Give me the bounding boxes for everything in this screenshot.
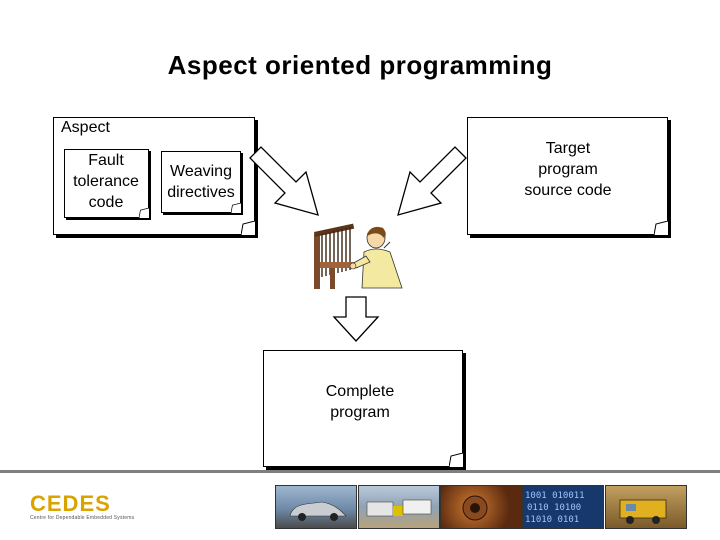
svg-text:1001 010011: 1001 010011 [525, 491, 585, 501]
thumbnail-engine-part [440, 485, 522, 529]
car-icon [289, 501, 347, 521]
fault-tolerance-text: Fault tolerance code [64, 150, 148, 213]
binary-code-icon: 1001 010011 0110 10100 11010 0101 [525, 491, 585, 525]
page-fold-icon [654, 221, 668, 235]
complete-program-document [263, 350, 463, 467]
weaving-directives-text: Weaving directives [160, 161, 242, 203]
page-fold-icon [139, 208, 149, 218]
weaving-line-2: directives [167, 184, 235, 201]
arrow-down-left-icon [397, 146, 467, 216]
page-fold-icon [231, 203, 241, 213]
complete-program-text: Complete program [305, 381, 415, 423]
target-source-document [467, 117, 668, 235]
page-fold-icon [241, 221, 255, 235]
locomotive-icon [619, 499, 667, 524]
page-title: Aspect oriented programming [167, 50, 553, 80]
thumbnail-binary-code: 1001 010011 0110 10100 11010 0101 [522, 485, 604, 529]
fault-line-1: Fault [88, 152, 124, 169]
thumbnail-car [275, 485, 357, 529]
arrow-down-right-icon [249, 146, 319, 216]
target-line-3: source code [524, 182, 612, 199]
fault-tolerance-document [64, 149, 149, 218]
fault-line-2: tolerance [73, 173, 139, 190]
result-line-2: program [330, 404, 390, 421]
arrow-down-icon [332, 296, 380, 342]
target-source-text: Target program source code [510, 138, 626, 201]
aspect-label: Aspect [61, 119, 110, 136]
truck-icon [366, 499, 432, 517]
svg-text:11010 0101: 11010 0101 [525, 515, 579, 525]
target-line-1: Target [545, 140, 591, 157]
engine-part-icon [462, 495, 488, 521]
fault-line-3: code [88, 194, 124, 211]
svg-text:0110 10100: 0110 10100 [527, 503, 581, 513]
weaver-at-loom-icon [314, 223, 403, 289]
page-fold-icon [449, 453, 463, 467]
logo-tagline: Centre for Dependable Embedded Systems [30, 515, 135, 521]
logo-text: CEDES [30, 493, 111, 515]
footer-divider [0, 470, 720, 473]
thumbnail-locomotive [605, 485, 687, 529]
weaving-directives-document [161, 151, 241, 213]
target-line-2: program [538, 161, 598, 178]
cedes-logo: CEDES [30, 493, 111, 515]
result-line-1: Complete [325, 383, 395, 400]
thumbnail-trucks [358, 485, 440, 529]
weaving-line-1: Weaving [170, 163, 232, 180]
